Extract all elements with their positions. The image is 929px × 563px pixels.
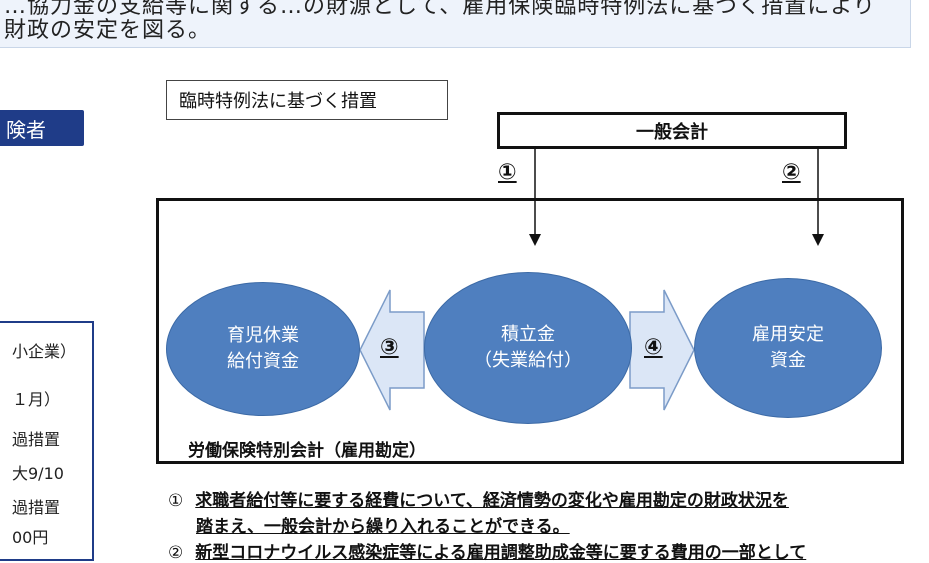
flow-four-marker: ④ (644, 335, 663, 360)
left-line-1: 小企業） (12, 342, 77, 361)
left-line-5: 過措置 (12, 498, 61, 517)
general-account-box: 一般会計 (497, 112, 847, 149)
childcare-fund-node: 育児休業 給付資金 (166, 282, 360, 416)
flow-two-marker: ② (782, 160, 801, 185)
left-line-6: 00円 (12, 528, 49, 547)
note-two-line-1: 新型コロナウイルス感染症等による雇用調整助成金等に要する費用の一部として (195, 543, 807, 563)
employment-fund-line-1: 雇用安定 (752, 324, 824, 345)
note-one-line-1: 求職者給付等に要する経費について、経済情勢の変化や雇用勘定の財政状況を (195, 491, 789, 511)
reserve-fund-line-1: 積立金 (501, 324, 555, 345)
reserve-fund-node: 積立金 （失業給付） (424, 272, 632, 424)
arrow-one-head (529, 234, 541, 246)
note-one-line-2: 踏まえ、一般会計から繰り入れることができる。 (196, 517, 570, 537)
summary-box (0, 0, 911, 48)
insured-label-text: 険者 (6, 117, 46, 142)
arrow-two-head (812, 234, 824, 246)
note-one: ① 求職者給付等に要する経費について、経済情勢の変化や雇用勘定の財政状況を (168, 486, 789, 511)
summary-line-1: …協力金の支給等に関する…の財源として、雇用保険臨時特例法に基づく措置により (4, 0, 876, 19)
note-one-marker: ① (168, 491, 184, 511)
note-two: ② 新型コロナウイルス感染症等による雇用調整助成金等に要する費用の一部として (168, 538, 806, 563)
flow-one-marker: ① (498, 160, 517, 185)
special-account-frame (156, 198, 904, 464)
left-line-3: 過措置 (12, 430, 61, 449)
left-line-2: １月） (12, 390, 61, 409)
childcare-fund-line-2: 給付資金 (227, 351, 299, 372)
insured-label: 険者 (0, 110, 84, 146)
flow-three-marker: ③ (380, 335, 399, 360)
employment-fund-node: 雇用安定 資金 (694, 278, 882, 418)
arrow-four-shape (629, 289, 695, 411)
temporary-measure-box: 臨時特例法に基づく措置 (166, 80, 448, 120)
special-account-label: 労働保険特別会計（雇用勘定） (188, 441, 426, 461)
flow-arrows (359, 149, 824, 411)
temporary-measure-label: 臨時特例法に基づく措置 (179, 91, 377, 112)
employment-fund-line-2: 資金 (770, 350, 806, 371)
reserve-fund-line-2: （失業給付） (474, 350, 582, 371)
note-two-marker: ② (168, 543, 184, 563)
general-account-label: 一般会計 (636, 121, 708, 143)
left-line-4: 大9/10 (12, 464, 64, 483)
childcare-fund-line-1: 育児休業 (227, 325, 299, 346)
summary-line-2: 財政の安定を図る。 (4, 18, 212, 43)
